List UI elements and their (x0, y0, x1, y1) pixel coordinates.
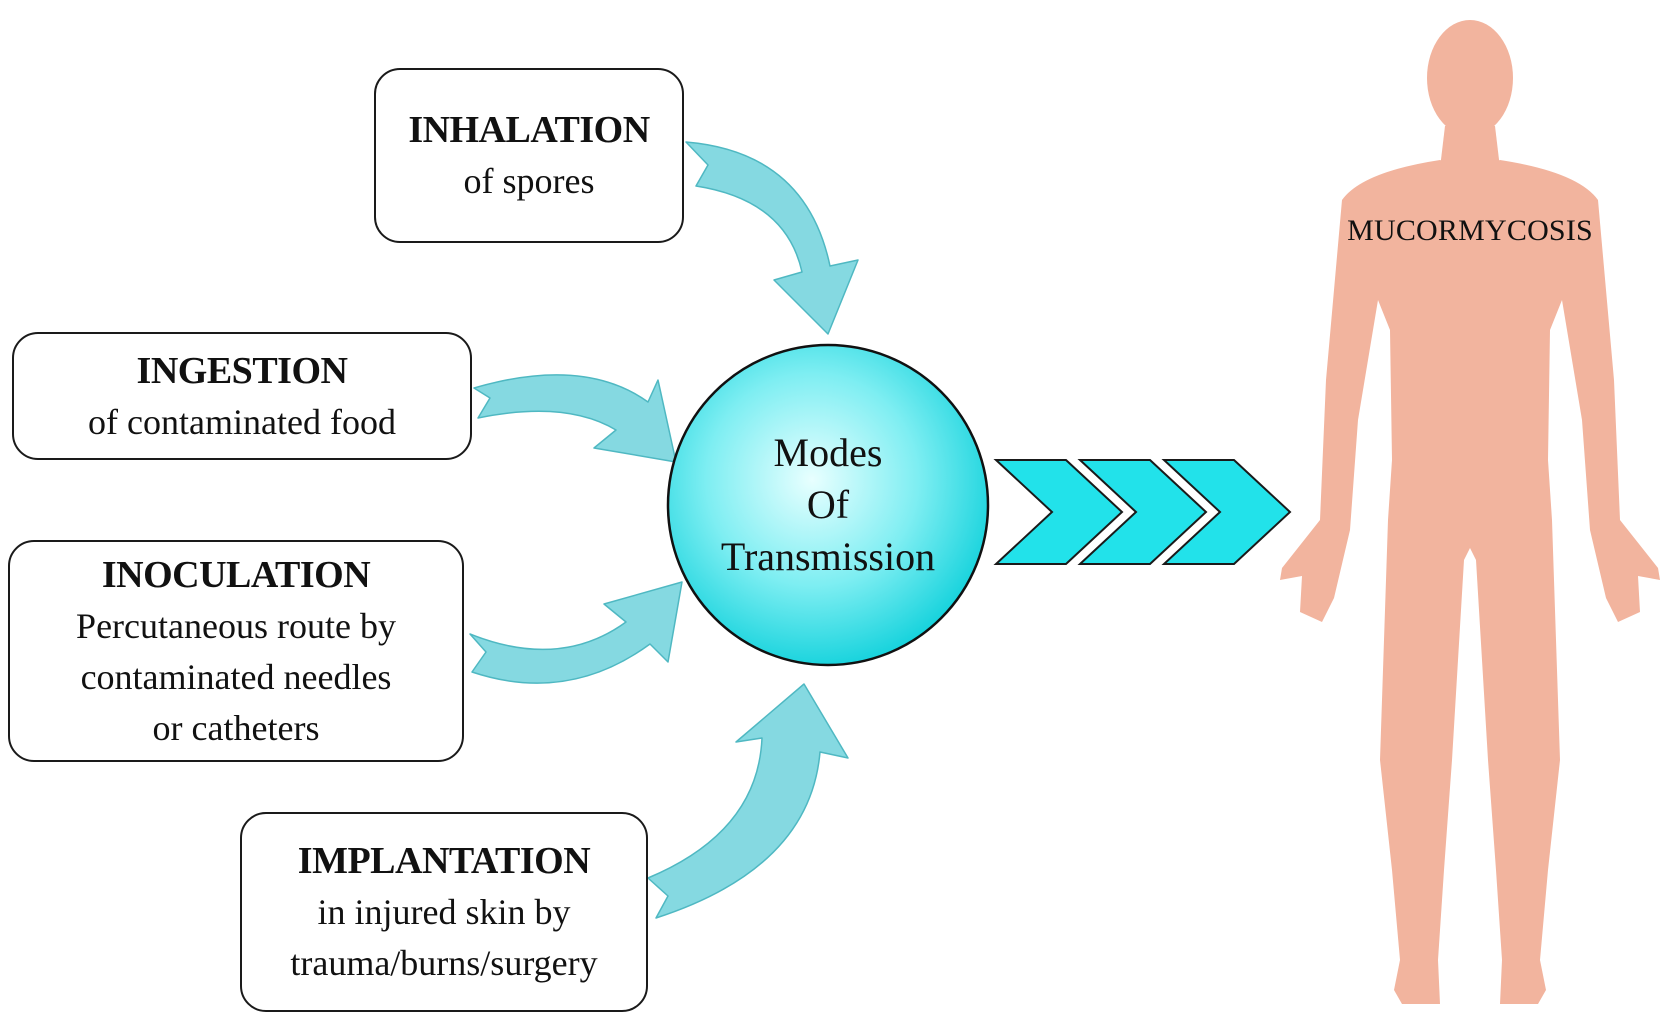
center-label-line: Modes (773, 430, 883, 475)
chevron-3 (1161, 459, 1292, 565)
arrow-inoculation (469, 581, 683, 684)
mode-description-line: Percutaneous route by (76, 605, 396, 646)
center-label-line: Transmission (720, 534, 936, 579)
arrow-inhalation (685, 141, 859, 335)
human-body-silhouette (1280, 20, 1660, 1004)
arrow-implantation (647, 683, 849, 919)
mode-description-line: contaminated needles (80, 656, 392, 697)
chevron-2 (1077, 459, 1208, 565)
mode-box-implantation: IMPLANTATION in injured skin by trauma/b… (240, 812, 648, 1012)
mode-description-line: of spores (463, 161, 595, 201)
mode-box-ingestion: INGESTION of contaminated food (12, 332, 472, 460)
mode-description-line: trauma/burns/surgery (290, 943, 598, 983)
mode-title: INOCULATION (101, 553, 371, 596)
mode-title: INHALATION (408, 109, 650, 151)
mode-description-line: in injured skin by (317, 892, 571, 932)
mode-box-inhalation: INHALATION of spores (374, 68, 684, 243)
disease-label: MUCORMYCOSIS (1347, 214, 1593, 247)
chevron-1 (993, 459, 1124, 565)
mode-title: IMPLANTATION (297, 840, 591, 882)
mode-description-line: of contaminated food (88, 401, 396, 442)
arrow-ingestion (473, 374, 677, 463)
mode-description-line: or catheters (152, 707, 320, 748)
center-label: Modes Of Transmission (668, 345, 988, 665)
mode-title: INGESTION (136, 349, 348, 392)
center-label-line: Of (806, 482, 850, 527)
modes-circle (666, 343, 990, 667)
mode-box-inoculation: INOCULATION Percutaneous route by contam… (8, 540, 464, 762)
